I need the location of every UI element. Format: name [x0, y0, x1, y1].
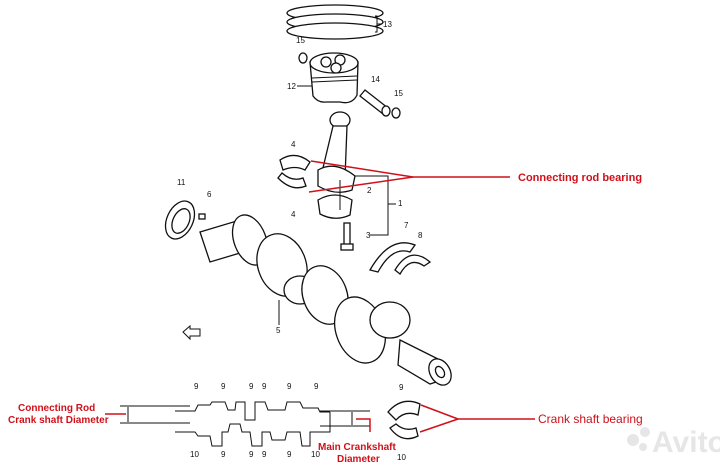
- part-4a-label: 4: [291, 140, 296, 149]
- watermark-text: Avito: [652, 426, 720, 459]
- bearing-9-label: 9: [399, 383, 404, 392]
- bottom-label: 9: [221, 450, 226, 459]
- part-1-label: 1: [398, 199, 403, 208]
- key: [198, 213, 206, 220]
- conrod-diameter-line1: Connecting Rod: [18, 403, 95, 414]
- avito-watermark: Avito: [627, 426, 720, 459]
- part-12-label: 12: [287, 82, 296, 91]
- piston: [309, 52, 359, 104]
- part-3-label: 3: [366, 231, 371, 240]
- conrod-diameter-callout: Connecting Rod Crank shaft Diameter: [8, 403, 126, 426]
- crank-shaft-bearing-label: Crank shaft bearing: [538, 412, 643, 426]
- bottom-label: 9: [287, 382, 292, 391]
- part-5-label: 5: [276, 326, 281, 335]
- circlip-left: [298, 52, 308, 64]
- bottom-label: 9: [221, 382, 226, 391]
- bottom-label: 9: [262, 382, 267, 391]
- conrod-diameter-line2: Crank shaft Diameter: [8, 415, 109, 426]
- bottom-label: 9: [249, 450, 254, 459]
- circlip-right: [391, 107, 401, 119]
- bottom-label: 10: [190, 450, 199, 459]
- part-7-label: 7: [404, 221, 409, 230]
- bottom-label: 9: [249, 382, 254, 391]
- part-15b-label: 15: [394, 89, 403, 98]
- bottom-label: 9: [314, 382, 319, 391]
- connecting-rod-bolt: [340, 222, 354, 251]
- crankshaft: [199, 214, 452, 386]
- connecting-rod-bearing-label: Connecting rod bearing: [518, 172, 642, 184]
- bottom-label: 10: [311, 450, 320, 459]
- main-diameter-line2: Diameter: [337, 454, 380, 465]
- bottom-label: 9: [287, 450, 292, 459]
- part-11-label: 11: [177, 178, 186, 187]
- bearing-10-label: 10: [397, 453, 406, 462]
- part-13-label: 13: [383, 20, 392, 29]
- crank-shaft-bearing-halves: [387, 400, 421, 440]
- piston-rings: [286, 4, 384, 40]
- bottom-label: 9: [262, 450, 267, 459]
- part-2-label: 2: [367, 186, 372, 195]
- part-8-label: 8: [418, 231, 423, 240]
- main-diameter-line1: Main Crankshaft: [318, 442, 396, 453]
- part-4b-label: 4: [291, 210, 296, 219]
- oil-seal: [164, 200, 196, 240]
- crank-shaft-bearing-callout: Crank shaft bearing: [419, 404, 643, 433]
- connecting-rod-bearing-halves: [277, 154, 311, 189]
- schematic-top-labels: 9 9 9 9 9 9 10 9 9 9 9 10: [190, 382, 320, 459]
- crankshaft-schematic: [120, 401, 370, 447]
- connecting-rod-bearing-callout: Connecting rod bearing: [308, 160, 642, 193]
- front-direction-icon: [182, 324, 201, 341]
- bottom-label: 9: [194, 382, 199, 391]
- part-6-label: 6: [207, 190, 212, 199]
- piston-pin: [359, 89, 391, 117]
- part-15a-label: 15: [296, 36, 305, 45]
- main-diameter-callout: Main Crankshaft Diameter: [318, 418, 396, 465]
- part-14-label: 14: [371, 75, 380, 84]
- thrust-washers: [369, 242, 432, 275]
